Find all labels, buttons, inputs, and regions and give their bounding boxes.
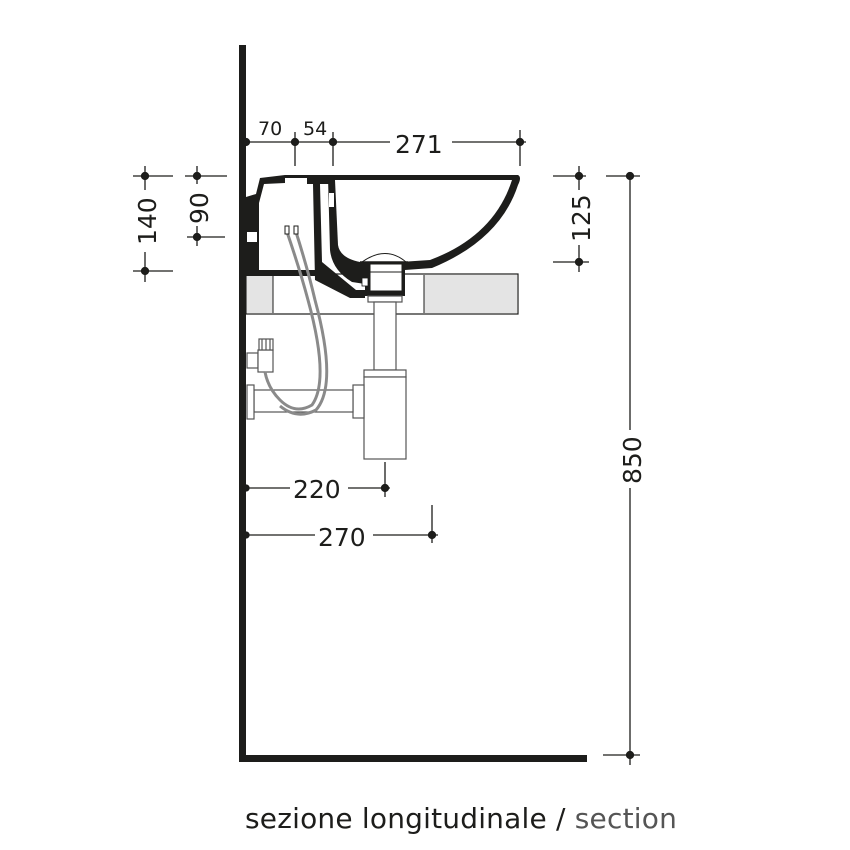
hose-tip (284, 225, 290, 235)
dim-70: 70 (258, 118, 282, 140)
dimension-125 (553, 166, 589, 272)
floor (239, 755, 587, 762)
caption-primary: sezione longitudinale (245, 802, 547, 835)
wall (239, 45, 246, 762)
dim-850: 850 (618, 436, 647, 484)
dim-140: 140 (133, 197, 162, 245)
dim-90: 90 (185, 192, 214, 224)
dimension-850 (603, 171, 640, 765)
dimension-90 (185, 166, 227, 246)
caption: sezione longitudinale / section (245, 802, 677, 835)
dim-125: 125 (567, 194, 596, 242)
hose-tip (293, 225, 299, 235)
flexible-hose (263, 231, 329, 416)
bottle-trap (246, 295, 407, 460)
dim-54: 54 (303, 118, 327, 140)
dimension-270 (242, 505, 438, 543)
dim-220: 220 (293, 475, 341, 504)
dimension-220 (242, 462, 390, 497)
dim-270: 270 (318, 523, 366, 552)
caption-secondary: section (574, 802, 678, 835)
caption-separator: / (556, 802, 566, 835)
dimension-140 (133, 166, 173, 282)
angle-valve (246, 338, 274, 373)
dim-271: 271 (395, 130, 443, 159)
dimension-top (241, 130, 526, 166)
basin (246, 175, 520, 298)
